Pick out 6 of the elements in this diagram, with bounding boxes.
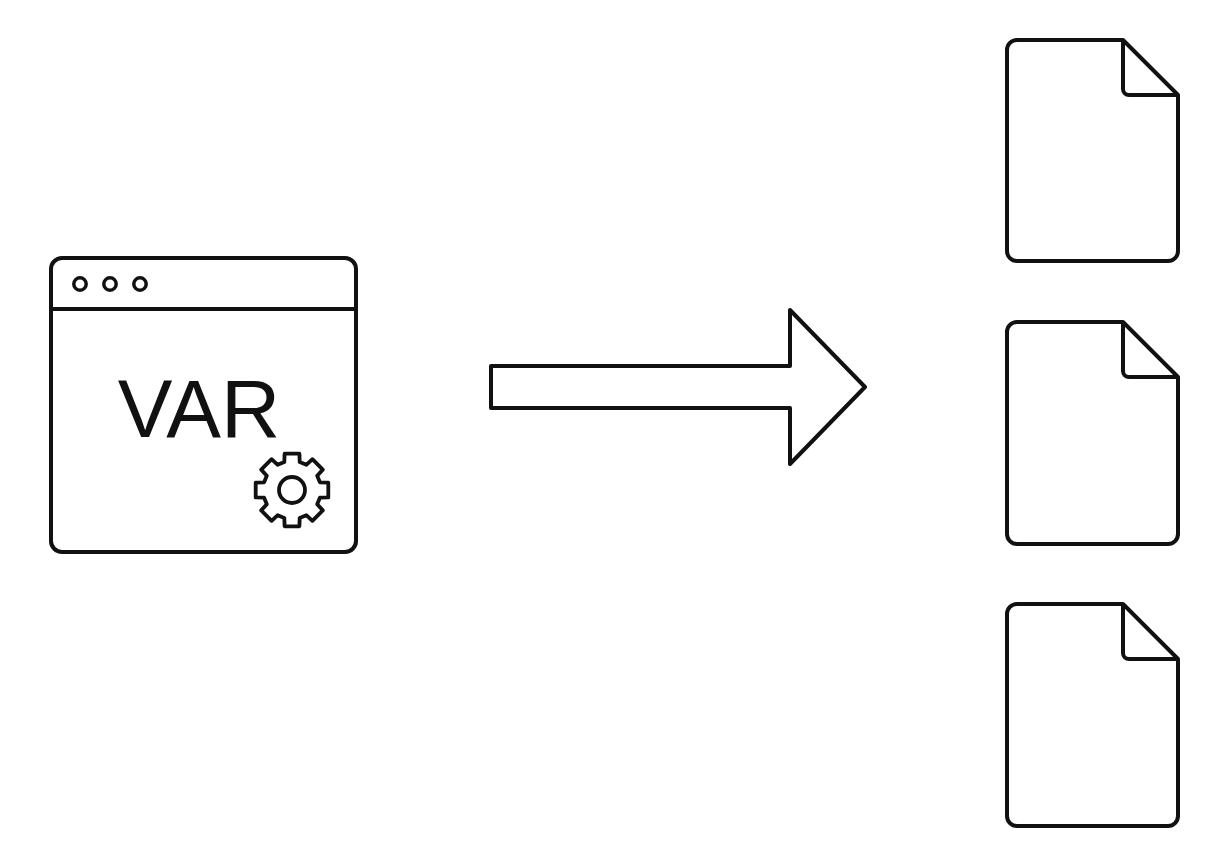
document-shape	[1005, 602, 1180, 828]
document-shape	[1005, 38, 1180, 263]
window-label: VAR	[117, 372, 281, 446]
document-shape	[1005, 320, 1180, 546]
app-window	[49, 256, 358, 554]
block-arrow	[489, 308, 867, 466]
